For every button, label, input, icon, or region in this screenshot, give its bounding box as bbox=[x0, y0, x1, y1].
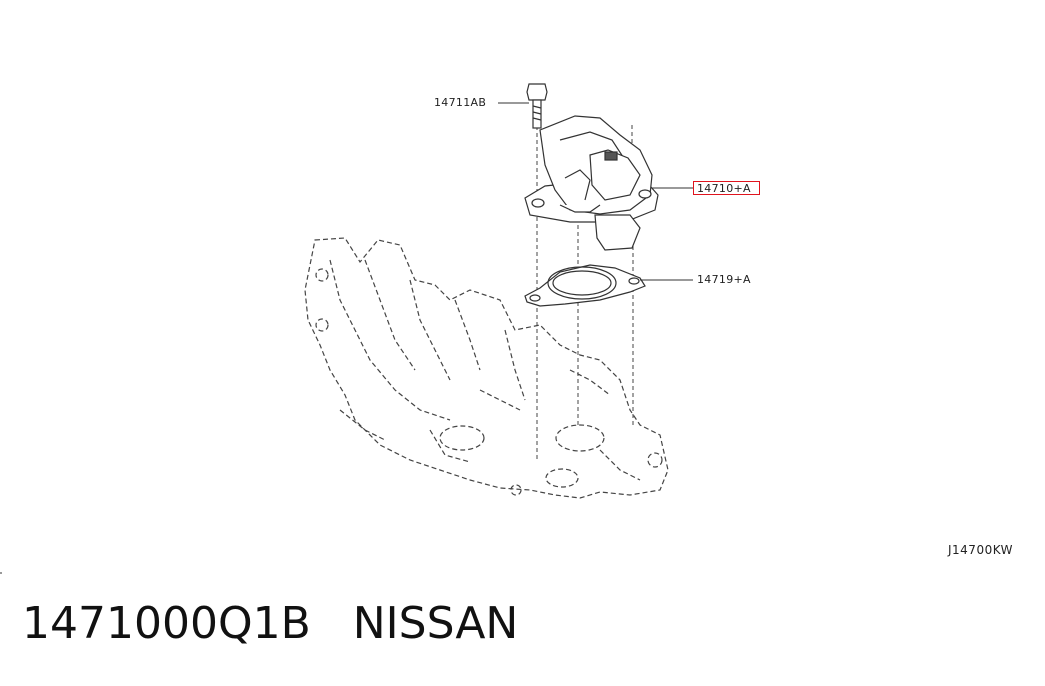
callout-label-valve: 14710+A bbox=[697, 182, 751, 195]
part-number: 1471000Q1B bbox=[22, 598, 311, 649]
caption: 1471000Q1B NISSAN bbox=[22, 598, 518, 649]
gasket-14719a bbox=[524, 264, 646, 307]
highlight-box bbox=[693, 181, 760, 195]
callout-label-bolt: 14711AB bbox=[434, 96, 487, 109]
exhaust-manifold-outline bbox=[304, 237, 669, 499]
callout-label-gasket: 14719+A bbox=[697, 273, 751, 286]
egr-valve-14710a bbox=[524, 115, 659, 251]
brand-name: NISSAN bbox=[352, 598, 519, 649]
callout-leaders bbox=[498, 102, 693, 281]
drawing-code: J14700KW bbox=[948, 543, 1014, 557]
bolt-14711ab bbox=[526, 83, 548, 129]
